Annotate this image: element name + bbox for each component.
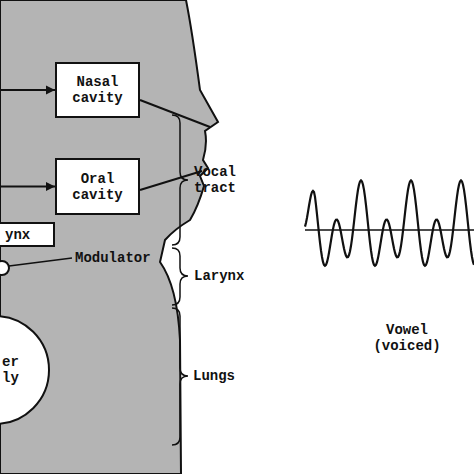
- circle-outline: [0, 316, 49, 424]
- signal-arrow: [0, 86, 55, 223]
- signal-arrow: [0, 182, 55, 222]
- leader-line: [140, 100, 210, 127]
- cavity-box: Nasal cavity: [55, 62, 140, 118]
- brace: [172, 308, 188, 445]
- part-label: Modulator: [75, 250, 165, 266]
- brace: [172, 248, 188, 305]
- connector-line: [0, 187, 55, 223]
- modulator-symbol: [0, 261, 9, 275]
- waveform-label: Vowel (voiced): [362, 322, 452, 354]
- larynx-box: ynx: [0, 222, 55, 247]
- connector-line: [0, 90, 55, 222]
- node-text: er ly: [2, 354, 28, 386]
- node-text: ynx: [5, 227, 30, 243]
- power-supply-circle: er ly: [0, 315, 50, 425]
- arrow-head: [46, 182, 55, 191]
- section-label: Vocal tract: [194, 164, 246, 196]
- brace: [172, 115, 188, 245]
- leader-line: [9, 258, 72, 266]
- leader-line: [140, 171, 202, 190]
- section-label: Larynx: [194, 268, 264, 284]
- waveform: [305, 180, 474, 265]
- arrow-head: [46, 86, 55, 95]
- node-text: Nasal cavity: [57, 74, 138, 106]
- cavity-box: Oral cavity: [55, 158, 140, 215]
- node-text: Oral cavity: [57, 171, 138, 203]
- section-label: Lungs: [193, 368, 253, 384]
